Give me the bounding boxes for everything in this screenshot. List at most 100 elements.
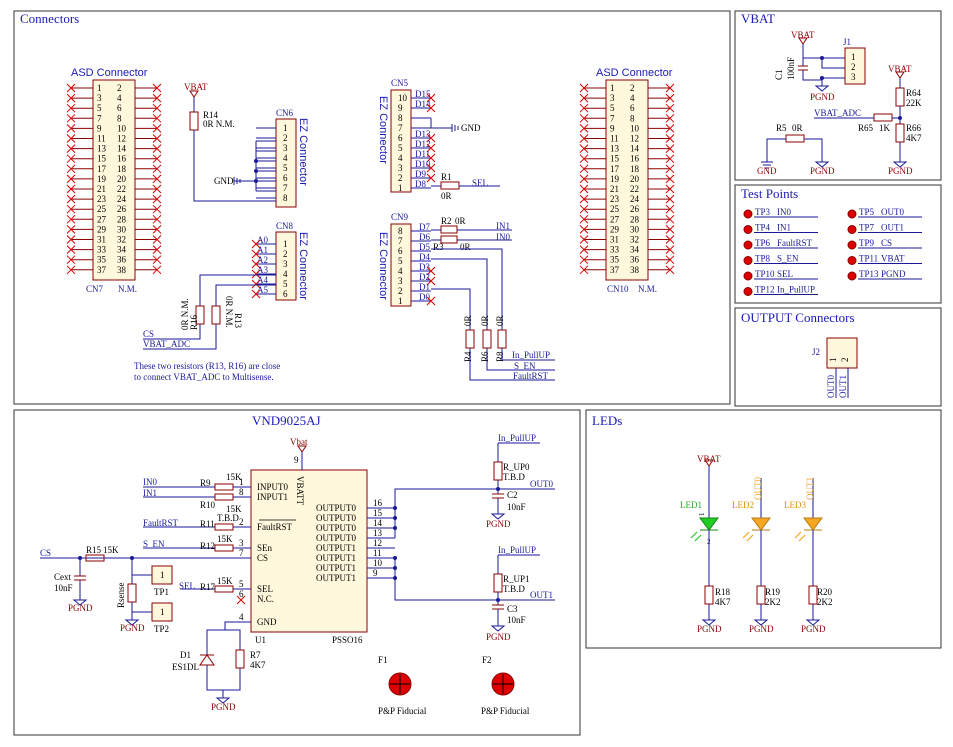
no-connect-icon xyxy=(426,133,436,143)
no-connect-icon xyxy=(66,113,76,123)
pin-number: 8 xyxy=(117,113,122,123)
pin-number: 37 xyxy=(97,265,107,275)
c3-value: 10nF xyxy=(507,615,526,625)
pgnd-label: PGND xyxy=(810,92,835,102)
r18-ref: R18 xyxy=(715,587,731,597)
no-connect-icon xyxy=(579,113,589,123)
d1-diode xyxy=(199,654,215,666)
r7-ref: R7 xyxy=(250,650,261,660)
light-rays-icon xyxy=(690,531,702,542)
r17-ref: R17 xyxy=(200,582,216,592)
no-connect-icon xyxy=(152,134,162,143)
pin-number: 24 xyxy=(630,194,640,204)
j2-pin-1: 1 xyxy=(828,358,838,363)
pin-number: 3 xyxy=(398,163,403,173)
pin-number: 31 xyxy=(610,235,619,245)
r64-value: 22K xyxy=(906,98,922,108)
r65-ref: R65 xyxy=(858,123,874,133)
no-connect-icon xyxy=(665,124,675,133)
pin-number: 19 xyxy=(97,174,107,184)
pin-number: 4 xyxy=(283,269,288,279)
no-connect-icon xyxy=(66,214,76,224)
j1-pin-2: 2 xyxy=(851,62,856,72)
pin-number: 22 xyxy=(117,184,126,194)
no-connect-icon xyxy=(152,265,162,275)
no-connect-icon xyxy=(665,164,675,174)
r8-resistor xyxy=(497,329,507,349)
no-connect-icon xyxy=(251,269,261,279)
ic-pin-number: 7 xyxy=(239,548,244,558)
ic-pin-number: 12 xyxy=(373,538,382,548)
no-connect-icon xyxy=(66,164,76,174)
pin-number: 9 xyxy=(97,123,102,133)
pgnd-label: PGND xyxy=(801,624,826,634)
testpoint-label: IN1 xyxy=(777,223,791,233)
pin-number: 8 xyxy=(398,226,403,236)
signal-label: D7 xyxy=(419,222,430,232)
pin-number: 14 xyxy=(630,144,640,154)
pin-number: 4 xyxy=(630,93,635,103)
no-connect-icon xyxy=(665,154,675,164)
signal-label: A4 xyxy=(257,275,268,285)
ic-pin-name: SEn xyxy=(257,543,273,553)
cext-value: 10nF xyxy=(54,583,73,593)
no-connect-icon xyxy=(665,113,675,123)
signal-label: D9 xyxy=(415,169,426,179)
connector-body xyxy=(390,89,412,193)
no-connect-icon xyxy=(152,144,162,153)
r13-resistor xyxy=(211,305,221,325)
no-connect-icon xyxy=(236,595,246,605)
no-connect-icon xyxy=(665,83,675,93)
tp2-ref: TP2 xyxy=(154,624,169,634)
no-connect-icon xyxy=(579,103,589,113)
in1-net-label: IN1 xyxy=(496,221,510,231)
vbat-title: VBAT xyxy=(741,11,775,26)
no-connect-icon xyxy=(579,245,589,254)
r4-ref: R4 xyxy=(463,351,473,362)
connectors-title: Connectors xyxy=(20,11,79,26)
gnd-label: GND xyxy=(214,176,234,186)
pgnd-label: PGND xyxy=(68,603,93,613)
vbat-label: VBAT xyxy=(888,64,912,74)
no-connect-icon xyxy=(152,225,162,234)
pgnd-icon xyxy=(814,85,830,92)
ic-pin-name: OUTPUT1 xyxy=(316,563,356,573)
no-connect-icon xyxy=(152,255,162,265)
pin-number: 29 xyxy=(610,224,620,234)
r4-resistor xyxy=(465,329,475,349)
pin-number: 2 xyxy=(283,133,288,143)
no-connect-icon xyxy=(426,153,436,163)
signal-label: D13 xyxy=(415,129,431,139)
no-connect-icon xyxy=(665,225,675,234)
ic-pin-number: 15 xyxy=(373,508,383,518)
testpoint-label: SEL xyxy=(777,269,793,279)
no-connect-icon xyxy=(152,83,162,93)
r-up1-resistor xyxy=(493,573,503,593)
testpoint-label: S_EN xyxy=(777,254,799,264)
no-connect-icon xyxy=(426,163,436,173)
pin-number: 23 xyxy=(610,194,620,204)
r2-value: 0R xyxy=(455,216,466,226)
out1-net-label: OUT1 xyxy=(838,375,848,398)
pin-number: 1 xyxy=(398,183,403,193)
testpoint-icon xyxy=(743,209,753,219)
connector-title: EZ Connector xyxy=(377,96,389,164)
r12-ref: R12 xyxy=(200,541,215,551)
signal-label: D6 xyxy=(419,232,430,242)
r10-ref: R10 xyxy=(200,500,216,510)
pgnd-label: PGND xyxy=(888,166,913,176)
pin-number: 5 xyxy=(398,143,403,153)
led2-ref: LED2 xyxy=(732,500,754,510)
pin-number: 31 xyxy=(97,235,106,245)
pgnd-label: PGND xyxy=(120,623,145,633)
testpoint-label: In_PullUP xyxy=(777,285,815,295)
vbat-arrow-icon xyxy=(895,71,905,79)
in-pullup-net-label: In_PullUP xyxy=(498,433,536,443)
pin-number: 3 xyxy=(97,93,102,103)
r6-ref: R6 xyxy=(480,351,490,362)
ic-package: PSSO16 xyxy=(332,635,363,645)
vbat-adc-net-label: VBAT_ADC xyxy=(143,339,190,349)
r8-value: 0R xyxy=(495,315,505,326)
